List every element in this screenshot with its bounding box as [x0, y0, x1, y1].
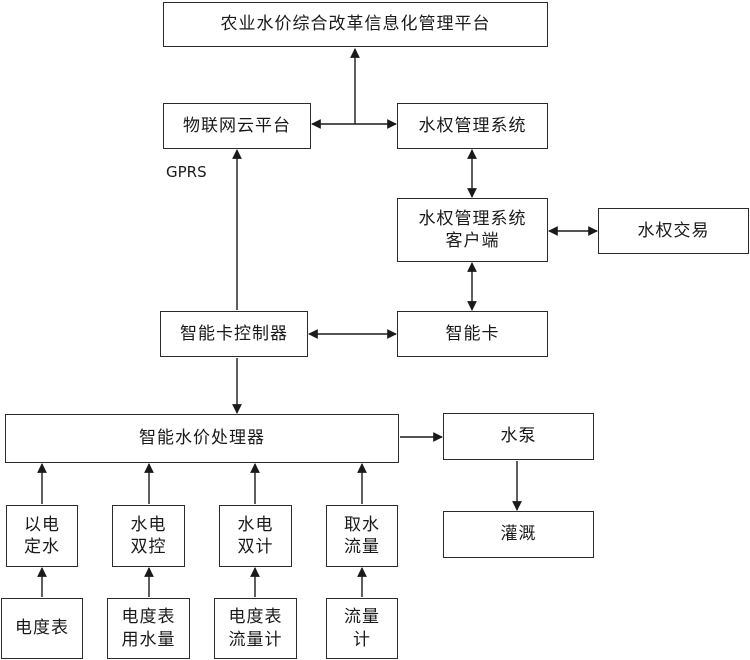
irrigation-node: 灌溉: [443, 511, 594, 558]
smart-card-label: 智能卡: [445, 323, 500, 344]
meter-box-2: 电度表 用水量: [107, 598, 190, 659]
pump-label: 水泵: [500, 426, 537, 447]
platform-node: 农业水价综合改革信息化管理平台: [163, 2, 548, 47]
card-controller-label: 智能卡控制器: [180, 323, 288, 344]
mode-label-4: 取水 流量: [344, 514, 380, 557]
platform-label: 农业水价综合改革信息化管理平台: [220, 14, 491, 35]
water-rights-trade-label: 水权交易: [637, 220, 710, 241]
meter-box-4: 流量 计: [326, 598, 398, 659]
mode-label-2: 水电 双控: [130, 514, 167, 557]
mode-box-4: 取水 流量: [326, 505, 398, 567]
water-rights-trade-node: 水权交易: [598, 208, 749, 254]
gprs-label: GPRS: [166, 163, 207, 181]
meter-label-1: 电度表: [15, 618, 69, 639]
pump-node: 水泵: [443, 413, 594, 460]
water-rights-client-label: 水权管理系统 客户端: [418, 208, 527, 251]
mode-label-3: 水电 双计: [237, 514, 274, 557]
meter-box-1: 电度表: [1, 598, 83, 659]
processor-node: 智能水价处理器: [5, 414, 399, 463]
meter-label-4: 流量 计: [344, 607, 380, 650]
meter-box-3: 电度表 流量计: [214, 598, 297, 659]
water-rights-system-node: 水权管理系统: [397, 103, 548, 149]
water-rights-client-node: 水权管理系统 客户端: [397, 198, 548, 262]
meter-label-2: 电度表 用水量: [121, 607, 176, 650]
mode-box-3: 水电 双计: [219, 505, 292, 567]
mode-label-1: 以电 定水: [24, 514, 60, 557]
iot-cloud-node: 物联网云平台: [163, 103, 311, 149]
mode-box-1: 以电 定水: [6, 505, 78, 567]
smart-card-node: 智能卡: [397, 311, 548, 357]
iot-cloud-label: 物联网云平台: [183, 115, 291, 136]
mode-box-2: 水电 双控: [112, 505, 185, 567]
processor-label: 智能水价处理器: [139, 428, 265, 449]
water-rights-system-label: 水权管理系统: [418, 115, 527, 136]
meter-label-3: 电度表 流量计: [228, 607, 283, 650]
irrigation-label: 灌溉: [500, 524, 537, 545]
card-controller-node: 智能卡控制器: [160, 311, 308, 357]
